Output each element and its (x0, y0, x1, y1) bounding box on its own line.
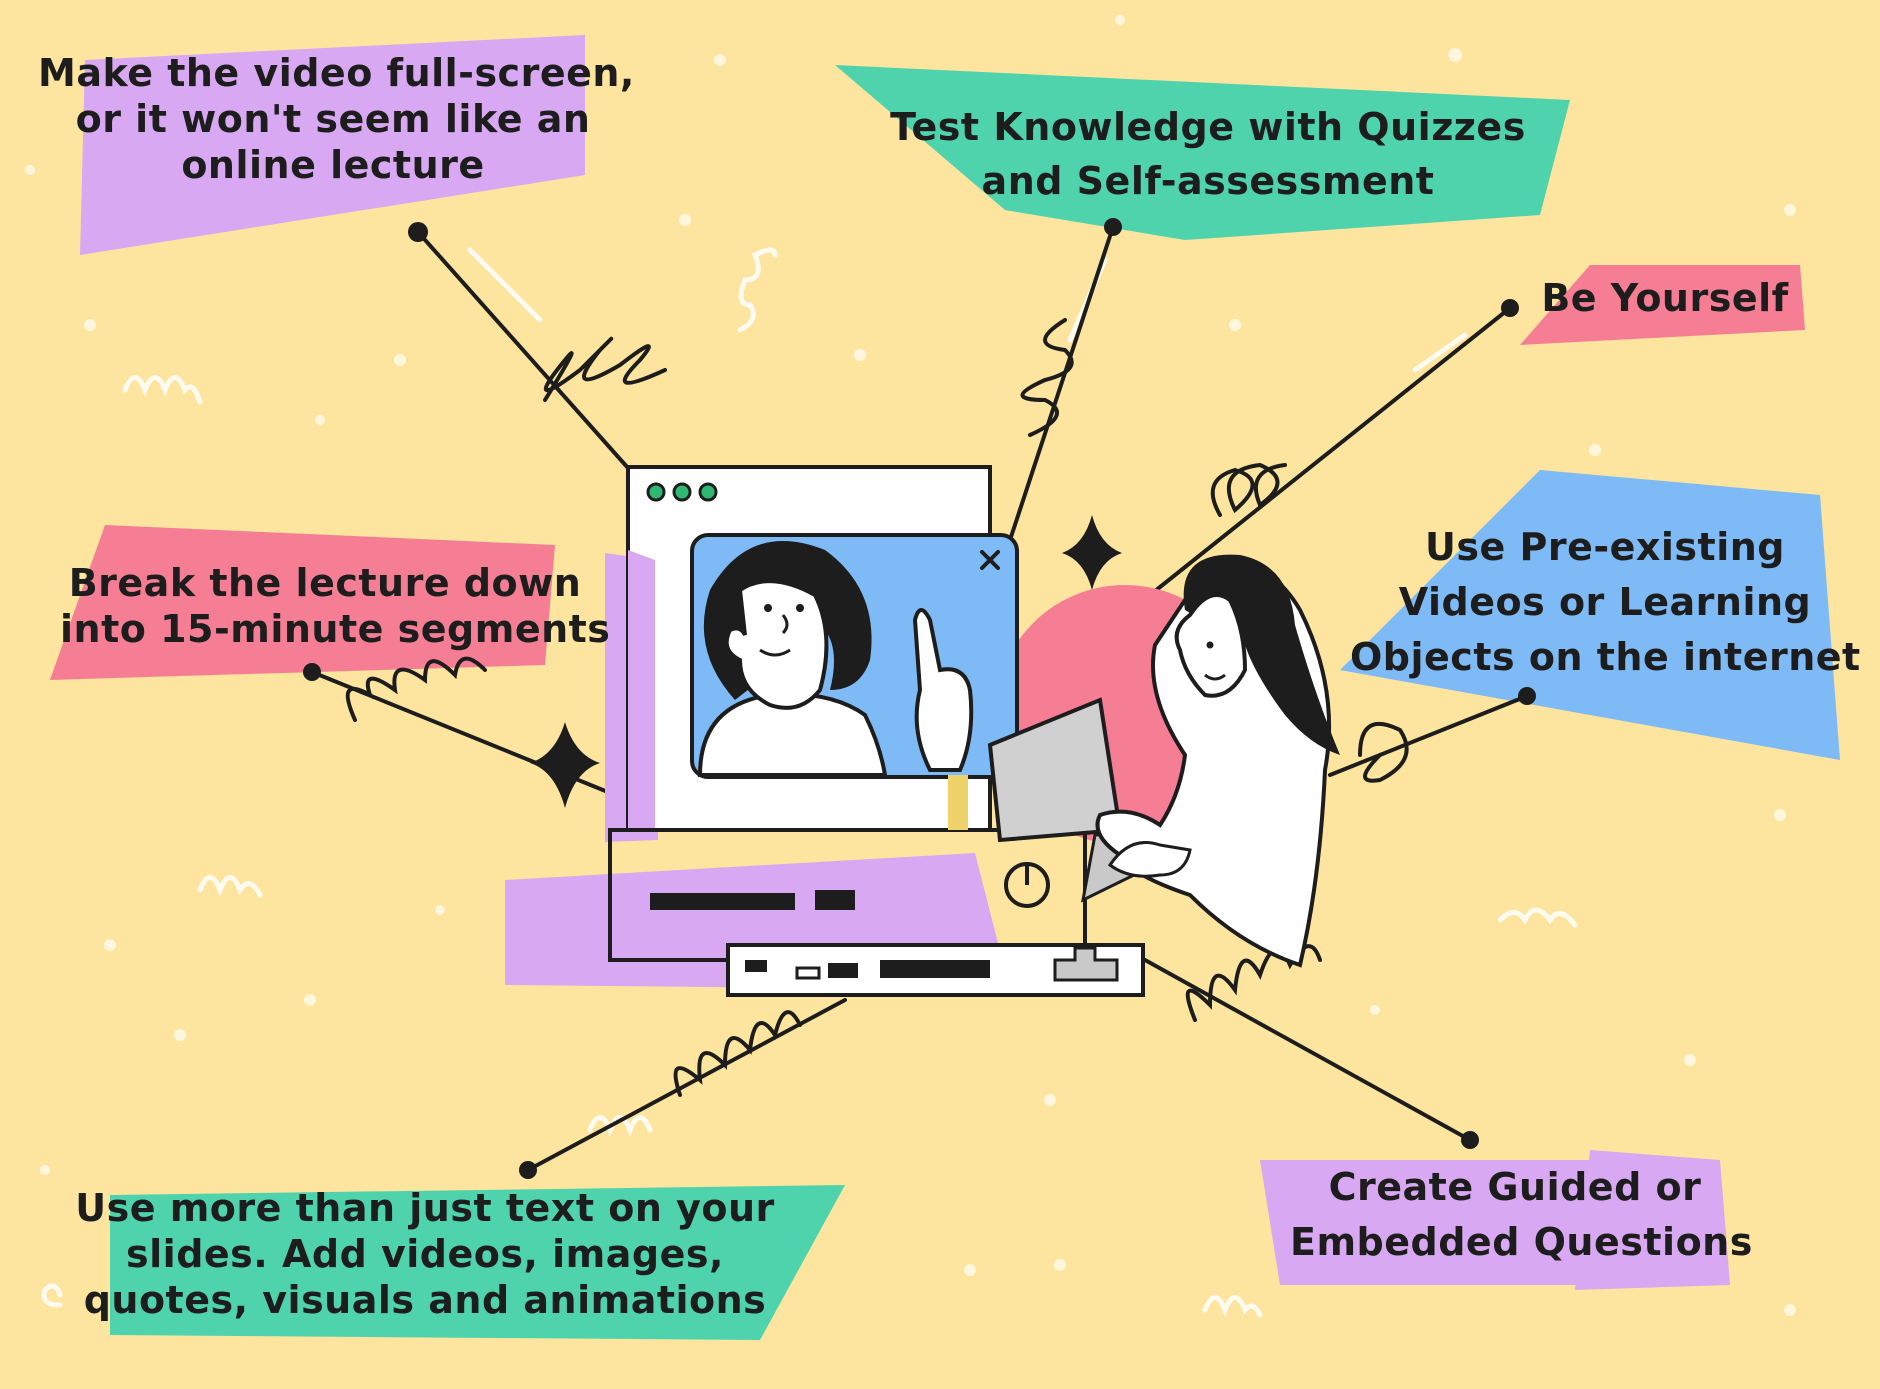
connector-lines (310, 225, 1529, 1172)
tip-line: Make the video full-screen, (38, 51, 635, 95)
tip-quizzes-shape (835, 65, 1570, 240)
tip-line: or it won't seem like an (75, 97, 591, 141)
tip-guided-questions-shape (1260, 1160, 1590, 1285)
tip-line: and Self-assessment (981, 159, 1435, 203)
tip-line: Videos or Learning (1398, 580, 1812, 624)
tip-line: Create Guided or (1328, 1165, 1702, 1209)
tip-line: Embedded Questions (1290, 1220, 1753, 1264)
tip-fullscreen: Make the video full-screen, or it won't … (38, 50, 635, 188)
green-dot-icon (698, 482, 718, 502)
connector-springs (345, 318, 1409, 1097)
tip-pre-existing-shape (1340, 470, 1840, 760)
lecturer-figure (697, 541, 974, 777)
tip-line: Break the lecture down (68, 561, 582, 605)
green-dot-icon (672, 482, 692, 502)
tip-line: Use Pre-existing (1425, 525, 1785, 569)
sparkle-icons (530, 515, 1122, 808)
tip-shapes (50, 35, 1840, 1340)
background-dots (25, 15, 1796, 1316)
tip-be-yourself: Be Yourself (1530, 275, 1800, 321)
tip-line: into 15-minute segments (60, 607, 611, 651)
tip-fullscreen-shape (80, 35, 585, 255)
tip-line: Test Knowledge with Quizzes (890, 105, 1526, 149)
tip-segments: Break the lecture down into 15-minute se… (60, 560, 611, 652)
close-icon (980, 550, 1000, 570)
video-call-window (690, 533, 1019, 779)
green-dot-icon (646, 482, 666, 502)
tip-line: slides. Add videos, images, (126, 1232, 724, 1276)
person-at-laptop (948, 554, 1340, 968)
tip-line: online lecture (181, 143, 485, 187)
tip-line: Objects on the internet (1350, 635, 1861, 679)
tip-line: Be Yourself (1541, 276, 1789, 320)
tip-be-yourself-shape (1520, 265, 1805, 345)
connector-dots (303, 218, 1536, 1179)
tip-line: Use more than just text on your (75, 1186, 775, 1230)
tip-more-than-text-shape (110, 1185, 845, 1340)
tip-pre-existing: Use Pre-existing Videos or Learning Obje… (1350, 520, 1860, 685)
decorative-squiggles (41, 247, 1578, 1318)
tip-guided-questions: Create Guided or Embedded Questions (1290, 1160, 1753, 1270)
computer-base (608, 828, 1145, 997)
tip-line: quotes, visuals and animations (83, 1278, 767, 1322)
tip-quizzes: Test Knowledge with Quizzes and Self-ass… (888, 100, 1528, 208)
tip-more-than-text: Use more than just text on your slides. … (60, 1185, 790, 1323)
tip-guided-questions-shape-2 (1575, 1150, 1730, 1290)
tip-segments-shape (50, 525, 555, 680)
